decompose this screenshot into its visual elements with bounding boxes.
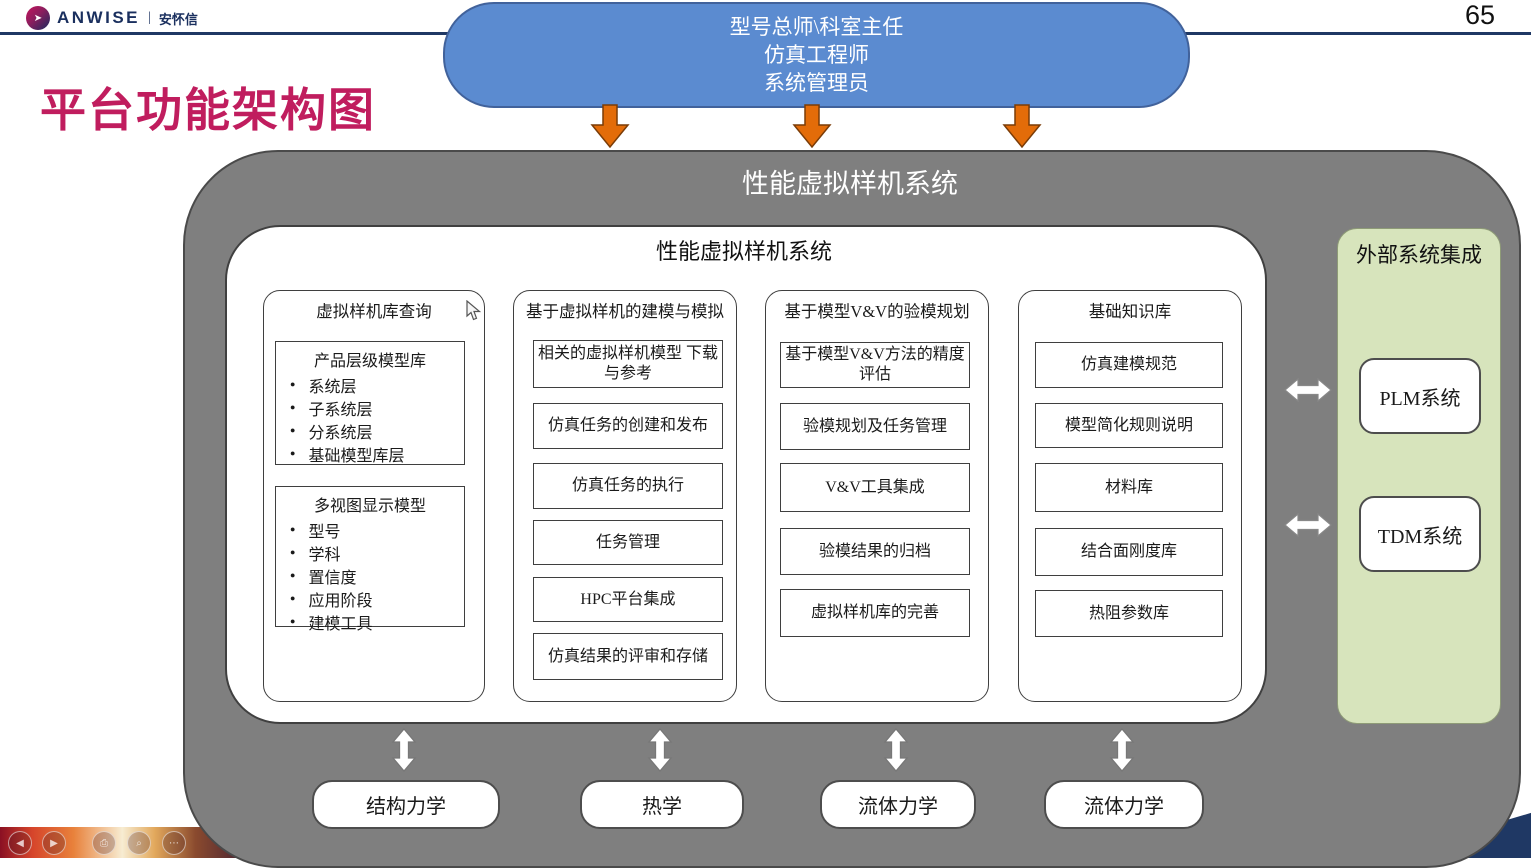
bullet-label: 子系统层: [308, 401, 373, 419]
bullet-icon: ●: [290, 402, 296, 412]
bullet-label: 应用阶段: [308, 592, 373, 610]
brand-name: ANWISE: [57, 8, 140, 27]
brand-separator: |: [148, 10, 151, 25]
function-box: 仿真结果的评审和存储: [533, 633, 723, 680]
group-multi-view-model-display: 多视图显示模型 ● 型号 ● 学科 ● 置信度 ● 应用阶段 ● 建模工具: [275, 486, 465, 633]
role-line: 仿真工程师: [764, 43, 869, 67]
down-arrow-icon: [590, 104, 630, 148]
list-item: ● 应用阶段: [276, 587, 464, 610]
group-title: 产品层级模型库: [313, 353, 426, 370]
search-icon[interactable]: ⌕: [127, 831, 151, 855]
down-arrow-icon: [1002, 104, 1042, 148]
list-item: ● 系统层: [276, 373, 464, 396]
role-line: 系统管理员: [764, 71, 869, 95]
function-box: 验模结果的归档: [780, 528, 970, 575]
list-item: ● 子系统层: [276, 396, 464, 419]
function-box: 模型简化规则说明: [1035, 403, 1223, 448]
bullet-icon: ●: [290, 570, 296, 580]
function-box: 仿真任务的创建和发布: [533, 403, 723, 449]
anwise-logo: ➤ ANWISE | 安怀信: [26, 6, 198, 30]
plm-system-box: PLM系统: [1359, 358, 1481, 434]
column-title: 虚拟样机库查询: [316, 302, 432, 321]
double-arrow-horizontal-icon: [1284, 512, 1332, 538]
discipline-fluid-mechanics: 流体力学: [820, 780, 976, 829]
function-box: 虚拟样机库的完善: [780, 589, 970, 637]
list-item: ● 型号: [276, 518, 464, 541]
function-box: HPC平台集成: [533, 577, 723, 622]
brand-name-cn: 安怀信: [158, 11, 198, 27]
function-box: V&V工具集成: [780, 463, 970, 512]
column-title: 基于模型V&V的验模规划: [784, 302, 970, 321]
function-box: 任务管理: [533, 520, 723, 565]
previous-icon[interactable]: ◀: [8, 831, 32, 855]
next-icon[interactable]: ▶: [42, 831, 66, 855]
bullet-icon: ●: [290, 593, 296, 603]
anwise-logo-icon: ➤: [26, 6, 50, 30]
function-box: 仿真建模规范: [1035, 342, 1223, 388]
external-systems-panel: 外部系统集成 PLM系统 TDM系统: [1337, 228, 1501, 724]
bullet-label: 型号: [308, 523, 341, 541]
bullet-label: 系统层: [308, 378, 357, 396]
function-box: 热阻参数库: [1035, 590, 1223, 637]
double-arrow-vertical-icon: [647, 728, 673, 772]
function-box: 验模规划及任务管理: [780, 403, 970, 450]
bullet-icon: ●: [290, 379, 296, 389]
bullet-icon: ●: [290, 616, 296, 626]
role-line: 型号总师\科室主任: [729, 15, 904, 39]
bullet-icon: ●: [290, 524, 296, 534]
bullet-label: 分系统层: [308, 424, 373, 442]
page-number: 65: [1464, 0, 1495, 30]
list-item: ● 置信度: [276, 564, 464, 587]
bullet-label: 置信度: [308, 569, 357, 587]
double-arrow-horizontal-icon: [1284, 377, 1332, 403]
inner-system-title: 性能虚拟样机系统: [655, 239, 832, 264]
print-icon[interactable]: ⎙: [92, 831, 116, 855]
double-arrow-vertical-icon: [391, 728, 417, 772]
bullet-label: 学科: [308, 546, 341, 564]
discipline-fluid-mechanics: 流体力学: [1044, 780, 1204, 829]
bullet-icon: ●: [290, 547, 296, 557]
group-product-level-model-library: 产品层级模型库 ● 系统层 ● 子系统层 ● 分系统层 ● 基础模型库层: [275, 341, 465, 465]
double-arrow-vertical-icon: [1109, 728, 1135, 772]
bullet-label: 基础模型库层: [308, 447, 405, 465]
discipline-structural-mechanics: 结构力学: [312, 780, 500, 829]
function-box: 仿真任务的执行: [533, 463, 723, 509]
mouse-cursor-icon: [466, 300, 481, 321]
external-systems-title: 外部系统集成: [1356, 243, 1482, 267]
list-item: ● 分系统层: [276, 419, 464, 442]
down-arrow-icon: [792, 104, 832, 148]
function-box: 基于模型V&V方法的精度 评估: [780, 342, 970, 388]
list-item: ● 建模工具: [276, 610, 464, 633]
column-title: 基于虚拟样机的建模与模拟: [526, 302, 724, 321]
column-title: 基础知识库: [1088, 302, 1172, 321]
discipline-thermal: 热学: [580, 780, 744, 829]
list-item: ● 基础模型库层: [276, 442, 464, 465]
slide-title: 平台功能架构图: [40, 84, 376, 136]
function-box: 结合面刚度库: [1035, 528, 1223, 576]
bullet-icon: ●: [290, 448, 296, 458]
bullet-icon: ●: [290, 425, 296, 435]
tdm-system-box: TDM系统: [1359, 496, 1481, 572]
list-item: ● 学科: [276, 541, 464, 564]
bullet-label: 建模工具: [308, 615, 373, 633]
group-title: 多视图显示模型: [313, 498, 426, 515]
outer-system-title: 性能虚拟样机系统: [742, 169, 958, 199]
function-box: 相关的虚拟样机模型 下载与参考: [533, 340, 723, 388]
more-icon[interactable]: ⋯: [162, 831, 186, 855]
double-arrow-vertical-icon: [883, 728, 909, 772]
roles-ellipse: 型号总师\科室主任 仿真工程师 系统管理员: [443, 2, 1190, 108]
function-box: 材料库: [1035, 463, 1223, 512]
